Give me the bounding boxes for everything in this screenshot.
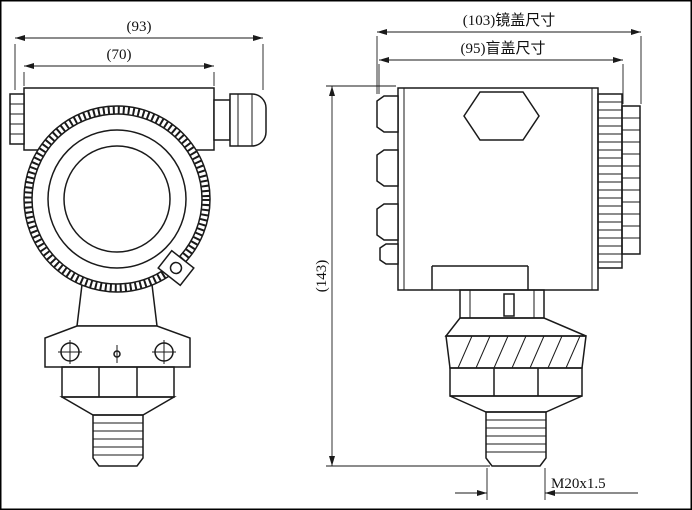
front-view <box>9 87 267 467</box>
side-rib-1 <box>376 95 399 133</box>
dim-70-label: (70) <box>107 47 132 63</box>
housing-left-cap <box>9 93 25 145</box>
hex-nut-front <box>61 366 175 398</box>
dimension-overall-height: (143) <box>314 85 490 467</box>
dim-143-label: (143) <box>314 260 330 293</box>
side-rib-3 <box>376 203 399 241</box>
dim-95-blind-cover-label: (95)盲盖尺寸 <box>461 40 546 57</box>
thread-stub-side <box>485 411 547 467</box>
side-rib-4 <box>379 243 399 265</box>
dim-93-label: (93) <box>127 19 152 35</box>
bezel-outer-ring <box>23 105 211 293</box>
dimensions: (93) (70) (103)镜盖尺寸 (95)盲盖尺寸 <box>14 11 642 500</box>
thread-stub-front <box>92 414 144 467</box>
gland-connector <box>213 99 231 141</box>
bezel-lock-lug <box>157 249 195 287</box>
neck-set-screw <box>503 293 515 317</box>
dim-thread-label: M20x1.5 <box>551 476 606 492</box>
cover-fins <box>597 93 623 269</box>
dimension-housing-width-front: (70) <box>23 47 215 86</box>
bezel-knurl <box>24 106 210 292</box>
display-window-ring <box>47 129 187 269</box>
dimension-process-thread: M20x1.5 <box>455 468 638 500</box>
dim-103-lens-cover-label: (103)镜盖尺寸 <box>463 11 556 29</box>
top-hex-plug <box>463 91 540 141</box>
neck-side <box>459 289 545 319</box>
side-rib-2 <box>376 149 399 187</box>
cable-gland <box>229 93 267 147</box>
hex-nut-side <box>449 367 583 397</box>
lens-cover-cap <box>621 105 641 255</box>
dimension-lens-cover-width: (103)镜盖尺寸 <box>376 11 642 104</box>
dimension-blind-cover-width: (95)盲盖尺寸 <box>378 40 624 104</box>
chamfer-band <box>445 335 587 369</box>
dimension-overall-width-front: (93) <box>14 19 264 90</box>
side-view <box>376 87 641 467</box>
display-window <box>63 145 171 253</box>
